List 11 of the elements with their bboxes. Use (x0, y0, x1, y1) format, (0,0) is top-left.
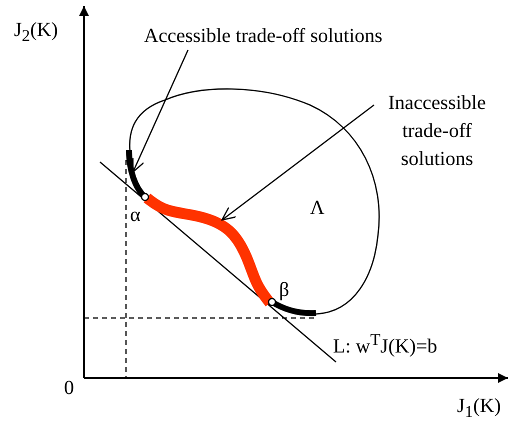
axis-label: J$_{1}$(K) (457, 394, 501, 423)
callout-text: Inaccessible trade-off solutions (372, 89, 502, 173)
callout-text: Accessible trade-off solutions (144, 22, 382, 50)
axis-label: J$_{2}$(K) (14, 18, 58, 47)
leader-line (221, 104, 374, 221)
leader-line (132, 50, 189, 173)
origin-label: 0 (64, 376, 74, 401)
point-label: β (279, 278, 290, 303)
region-label: Λ (310, 196, 325, 221)
point-label: α (130, 203, 140, 228)
line-equation: L: w$^{T}$J(K)=b (333, 329, 438, 360)
